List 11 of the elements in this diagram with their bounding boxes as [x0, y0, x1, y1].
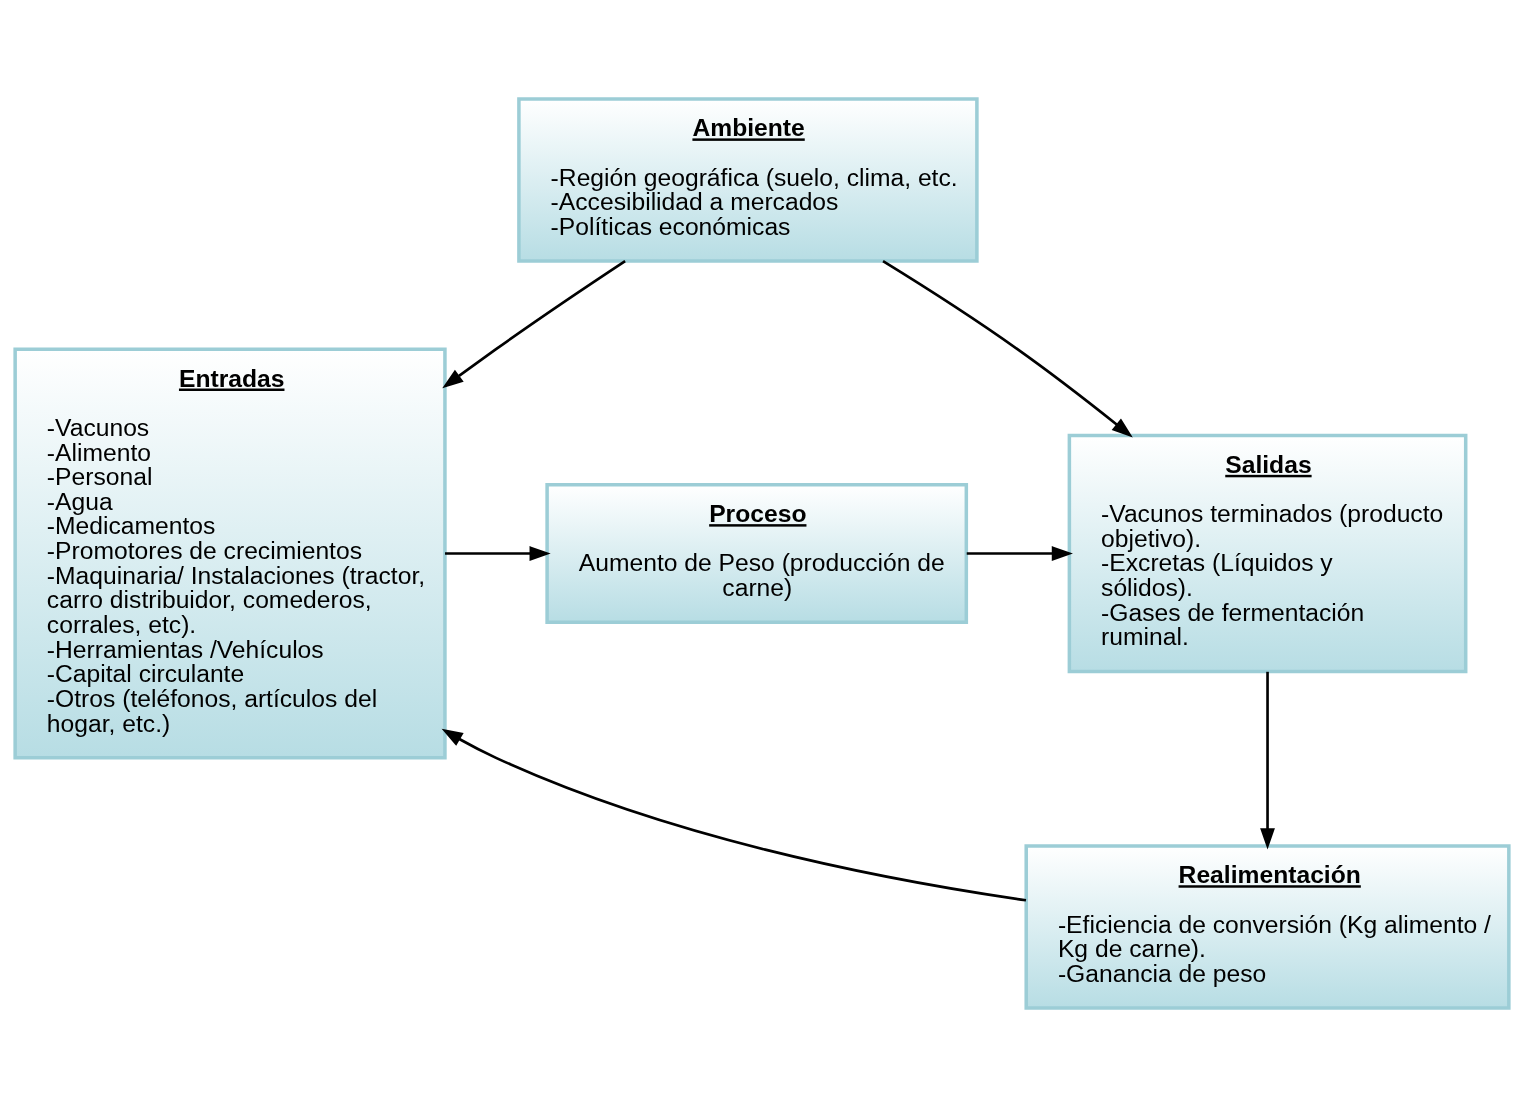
arrow — [442, 260, 626, 389]
arrow — [1260, 671, 1275, 850]
arrow — [445, 546, 551, 561]
arrow — [966, 546, 1073, 561]
node-box: Entradas -Vacunos -Alimento -Personal -Agua -Medicamentos -Promotores de crecimientos -Maquinaria/ Instalaciones (tractor, carro distribuidor, comederos, corrales, etc). -Herramientas /Vehículos -Capital circulante -Otros (teléfonos, artículos del hogar, etc.) — [13, 347, 447, 760]
node-box: Proceso Aumento de Peso (producción de carne) — [545, 483, 969, 624]
node-box: Ambiente -Región geográfica (suelo, clima, etc. -Accesibilidad a mercados -Políticas económicas — [517, 97, 979, 263]
arrow — [441, 728, 1027, 902]
node-box: Realimentación -Eficiencia de conversión (Kg alimento / Kg de carne). -Ganancia de peso — [1024, 844, 1511, 1010]
arrow — [882, 260, 1133, 438]
node-box: Salidas -Vacunos terminados (producto objetivo). -Excretas (Líquidos y sólidos). -Gases de fermentación ruminal. — [1067, 433, 1468, 674]
